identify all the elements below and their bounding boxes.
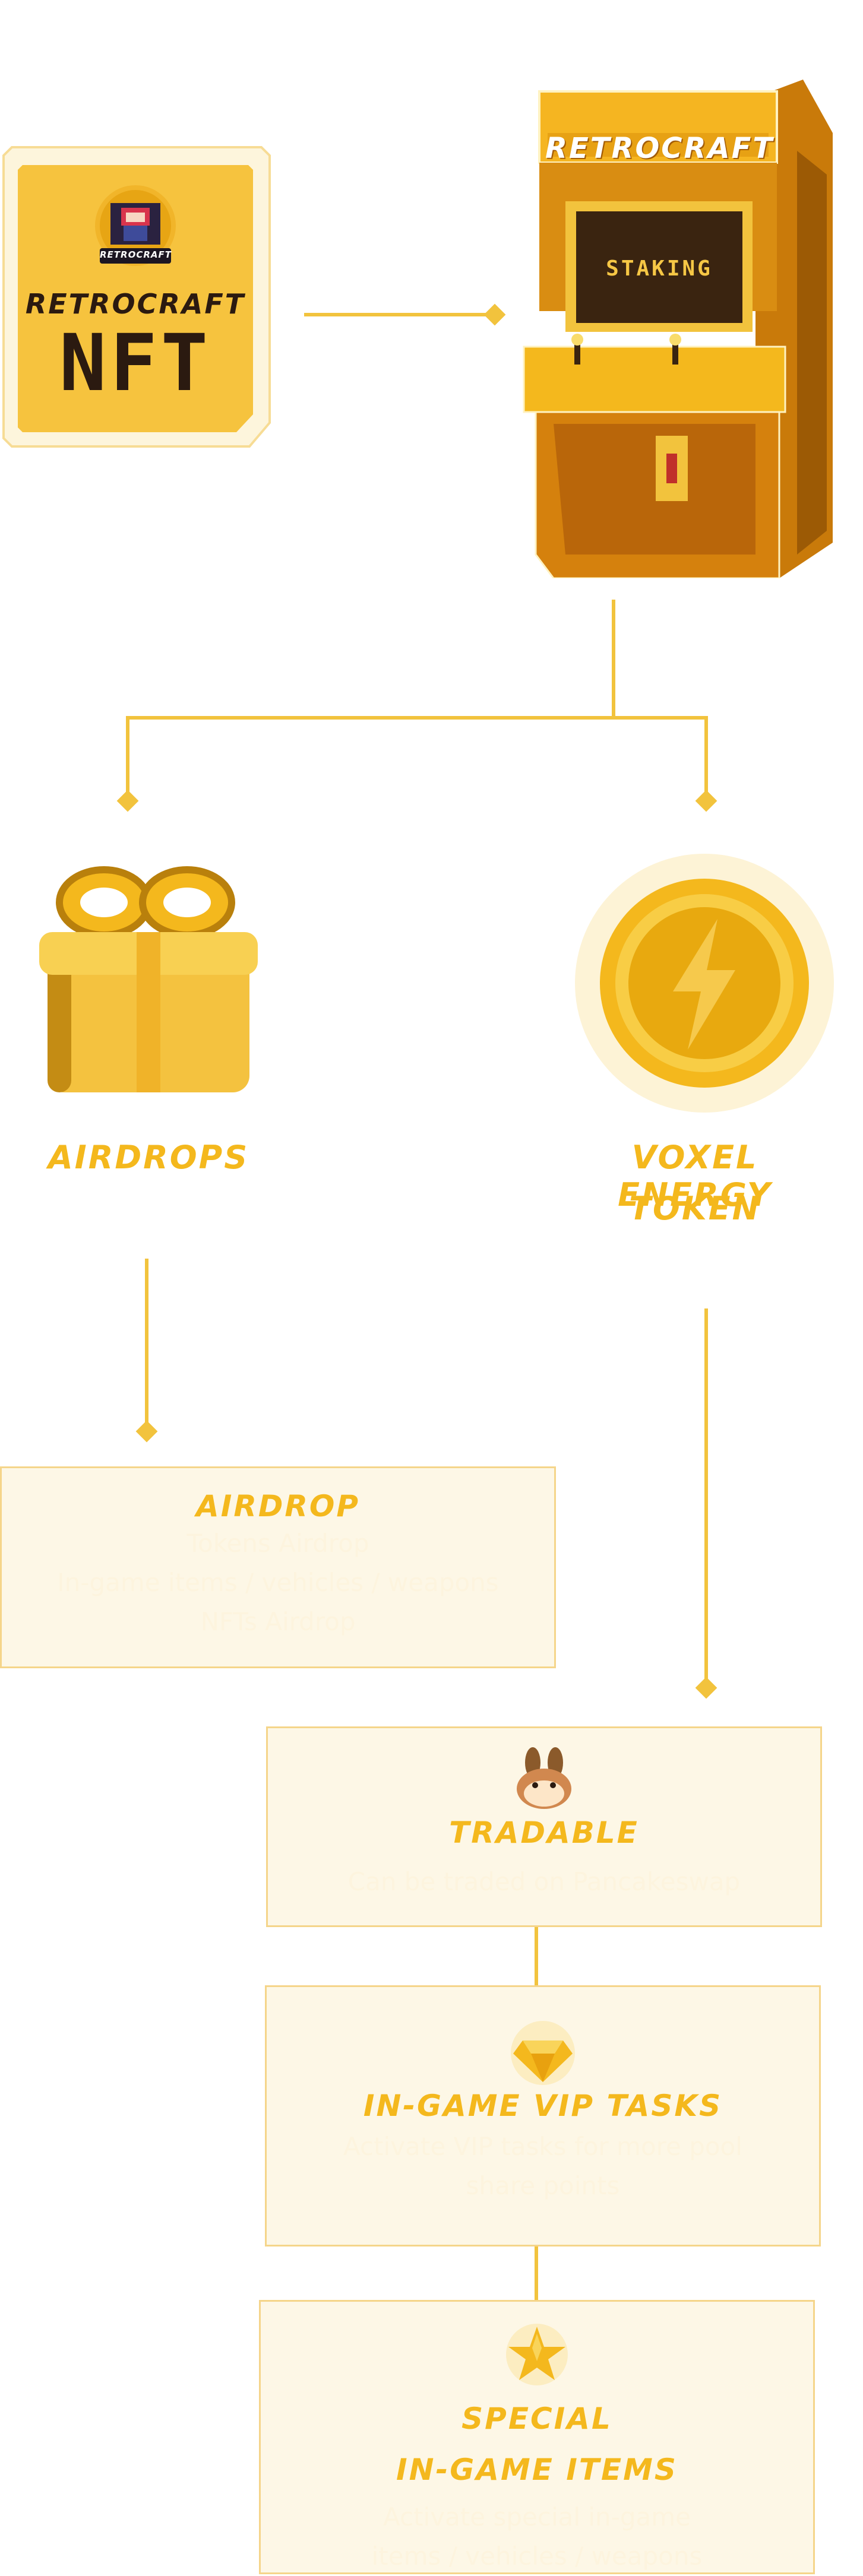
- airdrop-card: AIRDROP Tokens Airdrop In-game items / v…: [0, 1466, 556, 1668]
- connector-token-card: [704, 1308, 708, 1683]
- star-icon: [501, 2322, 573, 2387]
- connector-token-card-diamond: [695, 1677, 717, 1699]
- vip-tasks-card-line-2: share points: [466, 2171, 620, 2200]
- airdrop-card-line-3: NFTs Airdrop: [200, 1607, 356, 1636]
- gift-icon: [36, 855, 261, 1104]
- arcade-marquee-text: RETROCRAFT: [545, 132, 775, 165]
- nft-card-title-line2: NFT: [59, 318, 212, 409]
- nft-card: RETROCRAFT RETROCRAFT NFT: [0, 144, 273, 450]
- connector-split-left-diamond: [116, 790, 139, 812]
- airdrop-card-line-2: In-game items / vehicles / weapons: [57, 1568, 499, 1597]
- vip-tasks-card: IN-GAME VIP TASKS Activate VIP tasks for…: [265, 1985, 821, 2247]
- diamond-gem-icon: [507, 2020, 579, 2086]
- pancakeswap-bunny-icon: [511, 1746, 577, 1811]
- special-items-card-line-2: items / vehicles / weapons: [371, 2542, 703, 2571]
- logo-brand-text: RETROCRAFT: [100, 249, 172, 260]
- tradable-card-title: TRADABLE: [449, 1815, 639, 1850]
- token-label-line1: VOXEL ENERGY: [618, 1139, 772, 1213]
- tradable-card: TRADABLE Can be traded on Pancakeswap: [266, 1726, 822, 1927]
- connector-tradable-vip: [535, 1927, 538, 1986]
- arcade-machine-icon: RETROCRAFT STAKING: [518, 80, 836, 579]
- connector-split-horizontal: [126, 716, 708, 720]
- special-items-card-title-line2: IN-GAME ITEMS: [396, 2453, 678, 2487]
- connector-split-right-diamond: [695, 790, 717, 812]
- special-items-card: SPECIAL IN-GAME ITEMS Activate special i…: [259, 2300, 815, 2574]
- airdrop-card-title: AIRDROP: [196, 1489, 360, 1523]
- retrocraft-logo-icon: RETROCRAFT: [88, 184, 183, 273]
- connector-vip-special: [535, 2247, 538, 2300]
- vip-tasks-card-line-1: Activate VIP tasks for more pool: [343, 2132, 742, 2161]
- connector-nft-arcade: [304, 313, 494, 316]
- connector-split-right: [704, 716, 708, 801]
- airdrops-label: AIRDROPS: [48, 1139, 249, 1176]
- connector-nft-arcade-diamond: [483, 303, 506, 326]
- connector-split-left: [126, 716, 129, 801]
- arcade-screen-text: STAKING: [606, 256, 713, 281]
- tradable-card-text: Can be traded on Pancakeswap: [347, 1867, 741, 1896]
- nft-card-frame: [2, 146, 271, 448]
- token-label-line2: TOKEN: [629, 1190, 761, 1227]
- vip-tasks-card-title: IN-GAME VIP TASKS: [363, 2089, 723, 2123]
- nft-card-title-line1: RETROCRAFT: [25, 288, 246, 320]
- energy-coin-icon: [575, 854, 834, 1113]
- connector-arcade-down: [612, 600, 615, 720]
- special-items-card-title-line1: SPECIAL: [461, 2401, 612, 2436]
- airdrop-card-line-1: Tokens Airdrop: [186, 1529, 369, 1558]
- connector-airdrops-card: [145, 1259, 148, 1431]
- special-items-card-line-1: Activate special in-game: [383, 2502, 691, 2531]
- connector-airdrops-card-diamond: [135, 1420, 158, 1443]
